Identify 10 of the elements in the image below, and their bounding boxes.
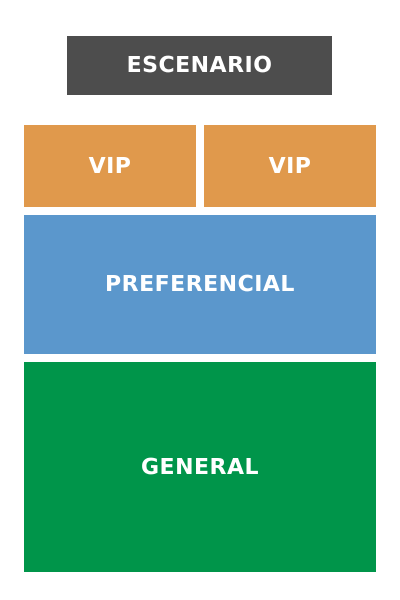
stage-label: ESCENARIO — [126, 53, 272, 78]
section-name: PREFERENCIAL — [105, 272, 295, 297]
section-name: VIP — [88, 154, 132, 178]
stage-block — [67, 36, 332, 95]
seating-section — [24, 362, 376, 572]
section-name: VIP — [268, 154, 312, 178]
seating-section — [24, 215, 376, 354]
seating-section — [24, 125, 196, 207]
seating-section — [204, 125, 376, 207]
section-name: GENERAL — [140, 454, 259, 480]
